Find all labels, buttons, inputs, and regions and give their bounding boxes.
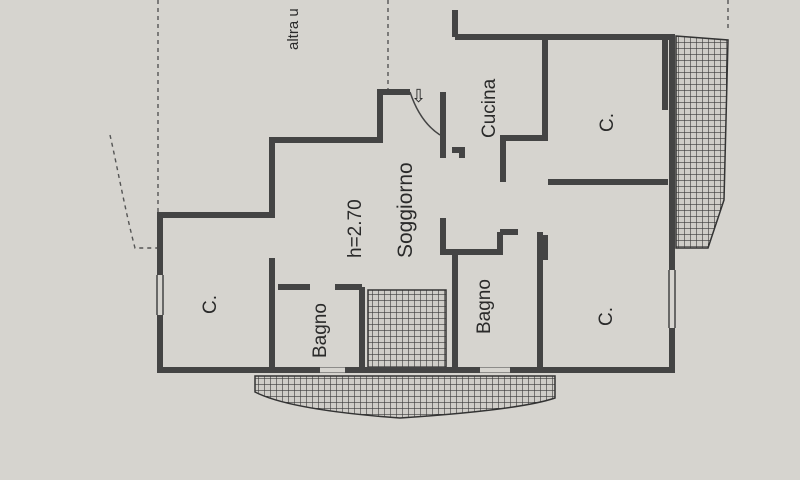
- entry-door-swing: [409, 91, 441, 136]
- openings: [156, 91, 676, 373]
- dashed-boundary-lines: [109, 0, 729, 249]
- room-height-label: h=2.70: [345, 199, 366, 258]
- balcony-right: [675, 35, 729, 249]
- room-label-bagno-left: Bagno: [310, 303, 331, 358]
- entrance-arrow-icon: ⇩: [411, 86, 426, 106]
- room-label-soggiorno: Soggiorno: [394, 162, 417, 258]
- balconies: [254, 35, 729, 419]
- room-label-camera-left: C.: [200, 295, 221, 314]
- room-label-bagno-right: Bagno: [474, 279, 495, 334]
- room-label-camera-top-right: C.: [597, 113, 618, 132]
- walls: [157, 10, 675, 373]
- balcony-center: [367, 289, 447, 369]
- balcony-bottom: [254, 375, 556, 419]
- neighbor-unit-label: altra u: [285, 8, 302, 50]
- room-label-camera-bottom-right: C.: [596, 307, 617, 326]
- room-label-cucina: Cucina: [479, 78, 500, 138]
